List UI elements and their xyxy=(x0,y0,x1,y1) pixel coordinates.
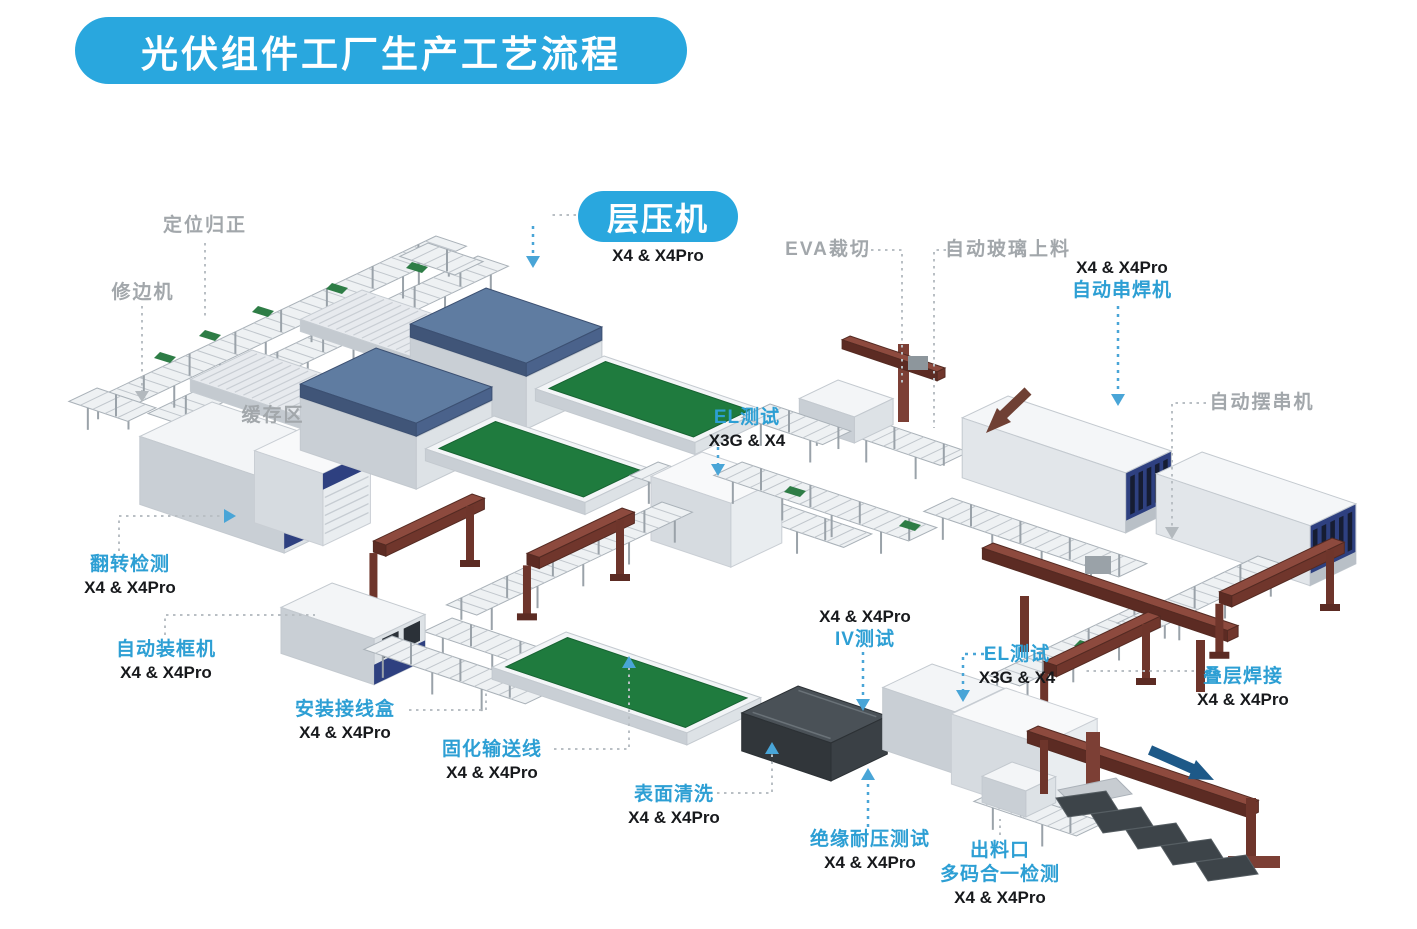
station-label-diecang-line: X4 & X4Pro xyxy=(1197,690,1289,709)
station-label-iv-line: X4 & X4Pro xyxy=(819,607,911,626)
station-label-fanzhuan-line: 翻转检测 xyxy=(89,554,170,575)
station-label-qingxi-line: 表面清洗 xyxy=(633,784,714,805)
station-label-chuliao-line: 出料口 xyxy=(969,840,1031,861)
station-label-zhuangkuang-line: 自动装框机 xyxy=(115,639,217,660)
station-label-el_mid: EL测试 X3G & X4 xyxy=(709,406,786,452)
station-label-stringer-line: X4 & X4Pro xyxy=(1076,258,1168,277)
station-label-stringer-line: 自动串焊机 xyxy=(1071,280,1173,301)
station-label-el_right: EL测试 X3G & X4 xyxy=(979,643,1056,689)
station-label-dingwei: 定位归正 xyxy=(163,214,247,238)
station-label-diecang-line: 叠层焊接 xyxy=(1202,666,1283,687)
station-label-el_mid-line: EL测试 xyxy=(713,407,781,428)
station-label-jiexianhe: 安装接线盒 X4 & X4Pro xyxy=(295,698,395,744)
station-label-huancun-line: 缓存区 xyxy=(241,405,305,426)
laminator-badge-sub: X4 & X4Pro xyxy=(612,246,704,265)
station-label-diecang: 叠层焊接 X4 & X4Pro xyxy=(1197,665,1289,711)
station-label-qingxi-line: X4 & X4Pro xyxy=(628,808,720,827)
station-label-eva-line: EVA裁切 xyxy=(785,239,871,260)
station-label-iv-line: IV测试 xyxy=(835,629,895,650)
station-label-jueyuan: 绝缘耐压测试 X4 & X4Pro xyxy=(810,828,930,874)
station-label-guhua: 固化输送线 X4 & X4Pro xyxy=(442,738,542,784)
laminator-badge: 层压机 xyxy=(578,191,738,242)
station-label-glass-line: 自动玻璃上料 xyxy=(944,239,1072,260)
station-label-dingwei-line: 定位归正 xyxy=(162,215,248,236)
station-label-zhuangkuang: 自动装框机 X4 & X4Pro xyxy=(116,638,216,684)
callout-lines xyxy=(118,214,1206,835)
station-label-xiubian-line: 修边机 xyxy=(111,282,175,303)
station-label-jueyuan-line: X4 & X4Pro xyxy=(824,853,916,872)
station-label-chuliao: 出料口多码合一检测 X4 & X4Pro xyxy=(940,839,1060,909)
station-label-fanzhuan-line: X4 & X4Pro xyxy=(84,578,176,597)
station-label-xiubian: 修边机 xyxy=(111,281,174,305)
station-label-huancun: 缓存区 xyxy=(241,404,304,428)
station-label-eva: EVA裁切 xyxy=(785,238,871,262)
station-label-qingxi: 表面清洗 X4 & X4Pro xyxy=(628,783,720,829)
station-label-chuliao-line: X4 & X4Pro xyxy=(954,888,1046,907)
station-label-jiexianhe-line: X4 & X4Pro xyxy=(299,723,391,742)
station-label-baichuan-line: 自动摆串机 xyxy=(1209,392,1315,413)
station-label-jiexianhe-line: 安装接线盒 xyxy=(294,699,396,720)
station-label-jueyuan-line: 绝缘耐压测试 xyxy=(809,829,931,850)
station-label-el_right-line: EL测试 xyxy=(983,644,1051,665)
station-label-el_right-line: X3G & X4 xyxy=(978,668,1056,687)
station-label-zhuangkuang-line: X4 & X4Pro xyxy=(120,663,212,682)
station-label-guhua-line: 固化输送线 xyxy=(441,739,543,760)
station-label-el_mid-line: X3G & X4 xyxy=(708,431,786,450)
flow-arrow-blue-icon xyxy=(1147,745,1214,780)
station-label-fanzhuan: 翻转检测 X4 & X4Pro xyxy=(84,553,176,599)
station-label-stringer: X4 & X4Pro 自动串焊机 xyxy=(1072,257,1172,303)
laminator-badge-text: 层压机 xyxy=(606,200,709,237)
station-label-chuliao-line: 多码合一检测 xyxy=(939,864,1061,885)
machine-layer xyxy=(67,235,1358,882)
station-label-glass: 自动玻璃上料 xyxy=(945,238,1071,262)
page-title: 光伏组件工厂生产工艺流程 xyxy=(75,17,687,84)
page-title-text: 光伏组件工厂生产工艺流程 xyxy=(141,33,621,75)
flow-arrow-brown-icon xyxy=(986,387,1032,433)
station-label-baichuan: 自动摆串机 xyxy=(1209,391,1314,415)
station-label-guhua-line: X4 & X4Pro xyxy=(446,763,538,782)
